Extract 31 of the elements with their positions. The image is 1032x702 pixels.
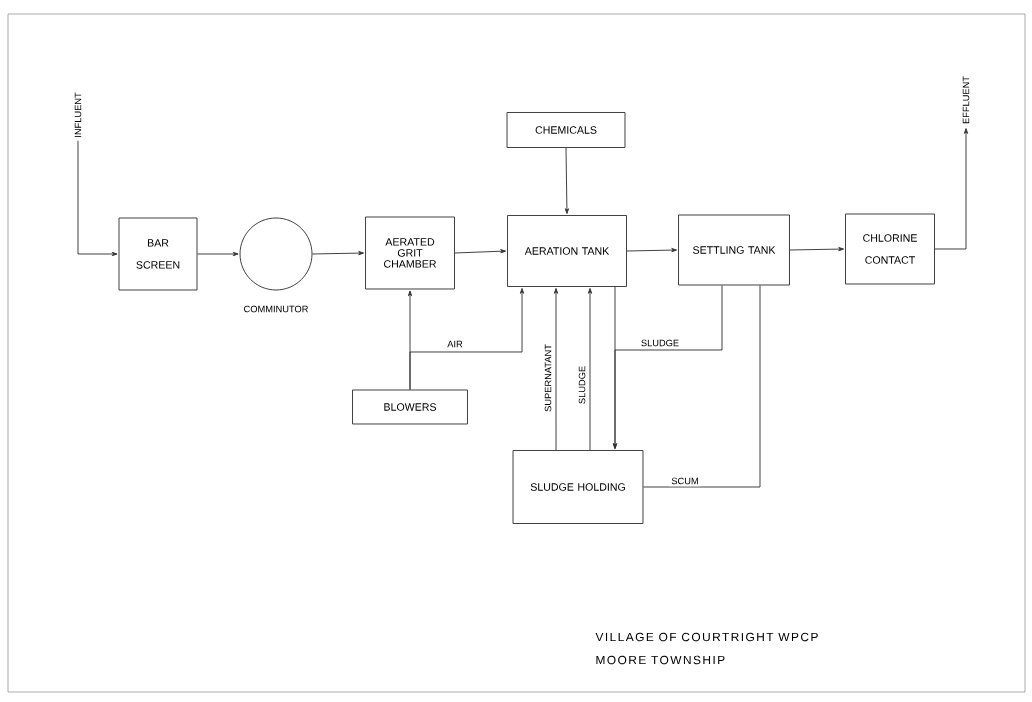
arrow: [409, 287, 525, 390]
process-box: BLOWERS: [352, 389, 468, 425]
process-box: AERATION TANK: [507, 215, 627, 287]
arrow: [789, 247, 845, 252]
node-caption: COMMINUTOR: [244, 305, 308, 313]
arrow: [77, 140, 118, 257]
arrow: [454, 249, 507, 254]
flow-label: INFLUENT: [74, 92, 82, 137]
arrow: [564, 147, 569, 215]
edge-label: SCUM: [669, 475, 701, 487]
arrow: [312, 251, 365, 256]
edge-label: AIR: [445, 338, 465, 350]
process-box: CHEMICALS: [506, 112, 626, 148]
arrow: [626, 248, 678, 253]
arrow: [587, 287, 593, 451]
edge-label: SUPERNATANT: [542, 342, 554, 414]
comminutor-circle: [239, 217, 313, 291]
process-box: AERATED GRIT CHAMBER: [365, 216, 455, 290]
arrow: [197, 251, 239, 257]
process-box: CHLORINE CONTACT: [845, 213, 935, 285]
process-box: BAR SCREEN: [118, 217, 198, 291]
flow-label: EFFLUENT: [962, 76, 970, 124]
process-box: SETTLING TANK: [678, 214, 790, 286]
edge-label: SLUDGE: [576, 363, 588, 407]
process-box: SLUDGE HOLDING: [512, 450, 644, 524]
edge-label: SLUDGE: [638, 337, 682, 349]
arrow: [553, 287, 559, 451]
plant-caption: MOORE TOWNSHIP: [596, 655, 725, 665]
arrow: [612, 285, 723, 450]
plant-caption: VILLAGE OF COURTRIGHT WPCP: [595, 632, 818, 642]
arrow: [934, 128, 969, 250]
